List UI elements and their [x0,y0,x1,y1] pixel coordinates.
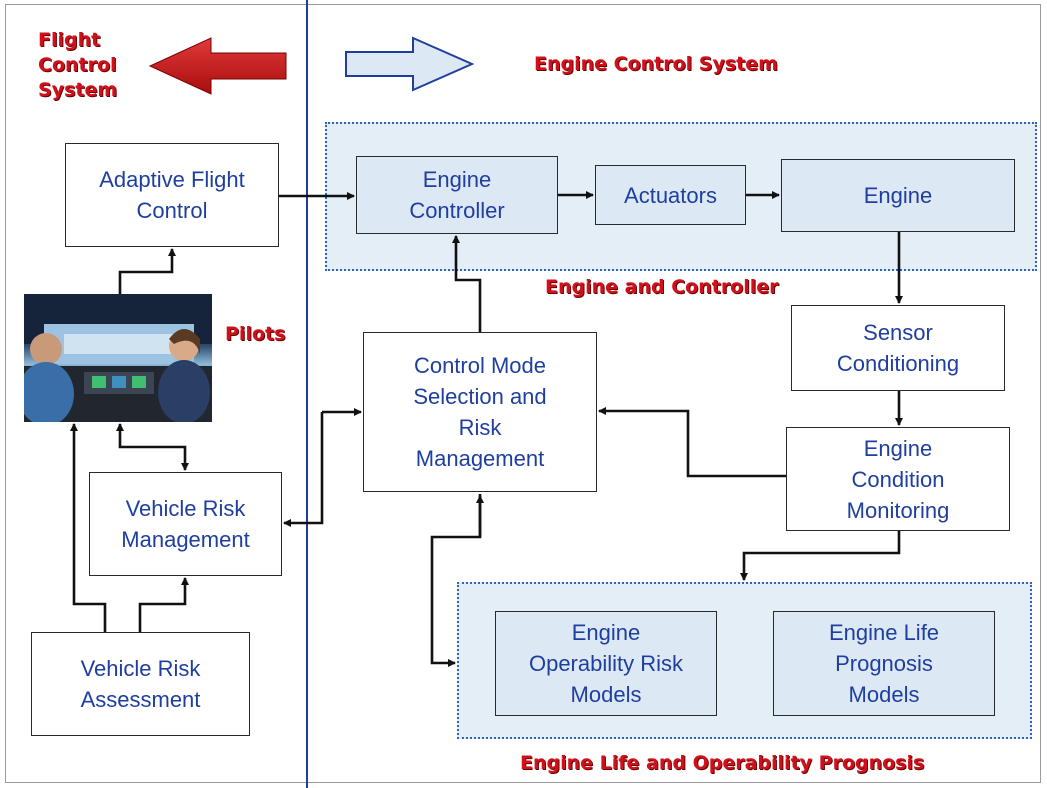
diagram-frame [5,4,1041,783]
pilots-label: Pilots [225,323,286,345]
engine-operability-risk-models-box: Engine Operability Risk Models [495,611,717,716]
engine-life-prognosis-models-box: Engine Life Prognosis Models [773,611,995,716]
engine-control-system-title: Engine Control System [534,53,778,75]
flight-control-system-title: Flight Control System [38,29,118,101]
engine-life-prognosis-label: Engine Life and Operability Prognosis [520,752,925,774]
engine-controller-box: Engine Controller [356,156,558,234]
engine-and-controller-label: Engine and Controller [545,276,779,298]
actuators-box: Actuators [595,165,746,225]
adaptive-flight-control-box: Adaptive Flight Control [65,143,279,247]
sensor-conditioning-box: Sensor Conditioning [791,305,1005,391]
vehicle-risk-assessment-box: Vehicle Risk Assessment [31,632,250,736]
engine-condition-monitoring-box: Engine Condition Monitoring [786,427,1010,531]
pilots-photo [24,294,212,422]
system-divider-line [306,0,308,788]
engine-box: Engine [781,159,1015,232]
control-mode-selection-box: Control Mode Selection and Risk Manageme… [363,332,597,492]
vehicle-risk-management-box: Vehicle Risk Management [89,472,282,576]
